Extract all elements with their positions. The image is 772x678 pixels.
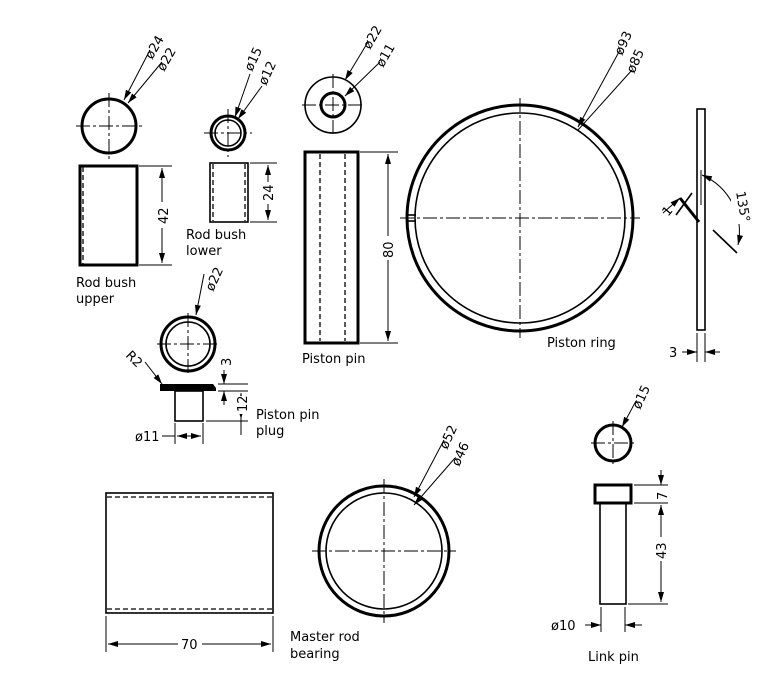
rod-bush-upper-length: 42 bbox=[157, 207, 172, 224]
plug-flange: 3 bbox=[220, 358, 235, 366]
link-pin-shank-dia: ø10 bbox=[551, 619, 576, 634]
link-pin-label: Link pin bbox=[588, 650, 639, 665]
rod-bush-lower: ø15 ø12 24 Rod bush lower bbox=[186, 45, 280, 259]
link-pin: ø15 7 43 ø10 Link pin bbox=[551, 383, 671, 665]
rod-bush-upper-side-view bbox=[78, 164, 139, 267]
piston-ring-angle: 135° bbox=[732, 190, 752, 223]
piston-ring-gap: 1 bbox=[660, 204, 677, 220]
plug-dia: ø22 bbox=[203, 265, 227, 294]
rod-bush-lower-length: 24 bbox=[262, 184, 277, 201]
piston-pin-label: Piston pin bbox=[302, 352, 365, 367]
plug-length: 12 bbox=[236, 395, 251, 412]
link-pin-head: 7 bbox=[656, 492, 671, 500]
rod-bush-lower-label: Rod bush bbox=[186, 228, 246, 243]
bearing-label: Master rod bbox=[290, 630, 360, 645]
piston-ring-thickness: 3 bbox=[669, 346, 677, 361]
piston-ring-section: 1 135° 3 bbox=[660, 108, 752, 362]
link-pin-length: 43 bbox=[655, 542, 670, 559]
plug-label-2: plug bbox=[256, 424, 284, 439]
plug-label: Piston pin bbox=[256, 408, 319, 423]
piston-pin-length: 80 bbox=[382, 241, 397, 258]
master-rod-bearing: 70 ø52 ø46 Master rod bearing bbox=[105, 423, 473, 662]
piston-pin-dia-inner: ø11 bbox=[373, 41, 398, 70]
link-pin-dia: ø15 bbox=[630, 383, 654, 412]
rod-bush-upper: ø24 ø22 42 Rod bush upper bbox=[76, 33, 180, 307]
rod-bush-lower-label-2: lower bbox=[186, 244, 222, 259]
bearing-label-2: bearing bbox=[290, 647, 340, 662]
plug-shank-dia: ø11 bbox=[135, 430, 160, 445]
rod-bush-upper-label-2: upper bbox=[76, 292, 115, 307]
piston-ring: ø93 ø85 Piston ring bbox=[400, 29, 648, 351]
piston-pin-plug: ø22 R2 3 12 ø11 Piston pin plug bbox=[122, 265, 319, 445]
plug-radius: R2 bbox=[122, 348, 145, 371]
piston-ring-label: Piston ring bbox=[547, 336, 616, 351]
bearing-length: 70 bbox=[181, 638, 198, 653]
rod-bush-upper-label: Rod bush bbox=[76, 276, 136, 291]
piston-pin: ø22 ø11 80 Piston pin bbox=[302, 23, 399, 367]
